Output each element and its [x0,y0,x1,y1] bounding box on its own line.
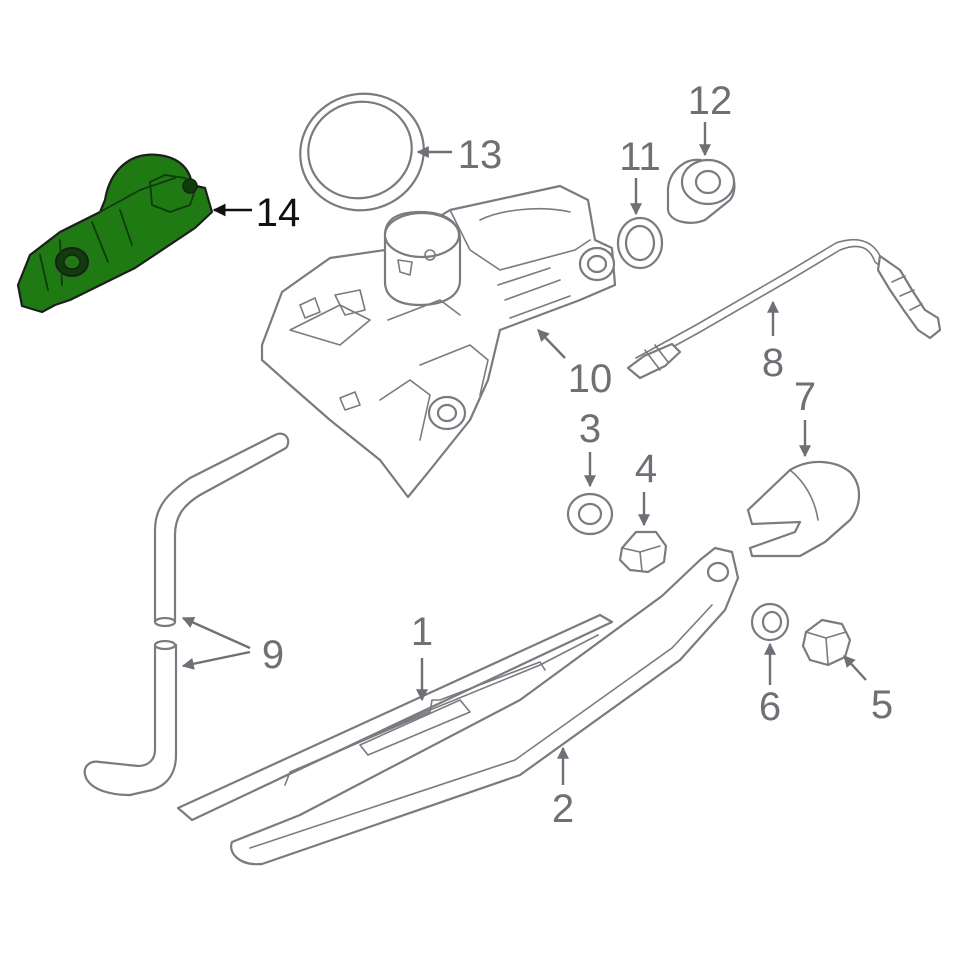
callout-3: 3 [579,407,601,451]
part-8-hose[interactable] [626,239,942,380]
leader-9b [181,650,251,670]
part-7-cap[interactable] [746,460,861,558]
callout-4: 4 [635,447,657,491]
leader-10 [537,329,566,359]
part-5-nut[interactable] [801,618,852,667]
part-10-wiper-motor[interactable] [260,184,617,499]
callout-6: 6 [759,685,781,729]
part-2-wiper-arm[interactable] [230,546,740,866]
callout-13: 13 [458,133,503,177]
callout-8: 8 [762,341,784,385]
callout-5: 5 [871,683,893,727]
part-13-seal[interactable] [287,80,437,224]
part-14-highlighted[interactable] [16,153,214,314]
part-11-oring[interactable] [616,216,664,270]
part-3-washer[interactable] [566,492,614,536]
callout-7: 7 [794,375,816,419]
callout-9: 9 [262,633,284,677]
part-1-wiper-blade[interactable] [176,613,614,822]
callout-1: 1 [411,610,433,654]
callout-12: 12 [688,79,733,123]
part-6-washer[interactable] [750,602,790,642]
callout-14: 14 [256,191,301,235]
part-4-nut[interactable] [618,530,668,574]
callout-11: 11 [619,135,661,179]
leader-5 [843,655,867,681]
callout-10: 10 [568,357,613,401]
callout-2: 2 [552,787,574,831]
part-12-grommet[interactable] [666,158,736,224]
part-9-hoses[interactable] [83,432,290,797]
leader-9a [181,616,251,650]
